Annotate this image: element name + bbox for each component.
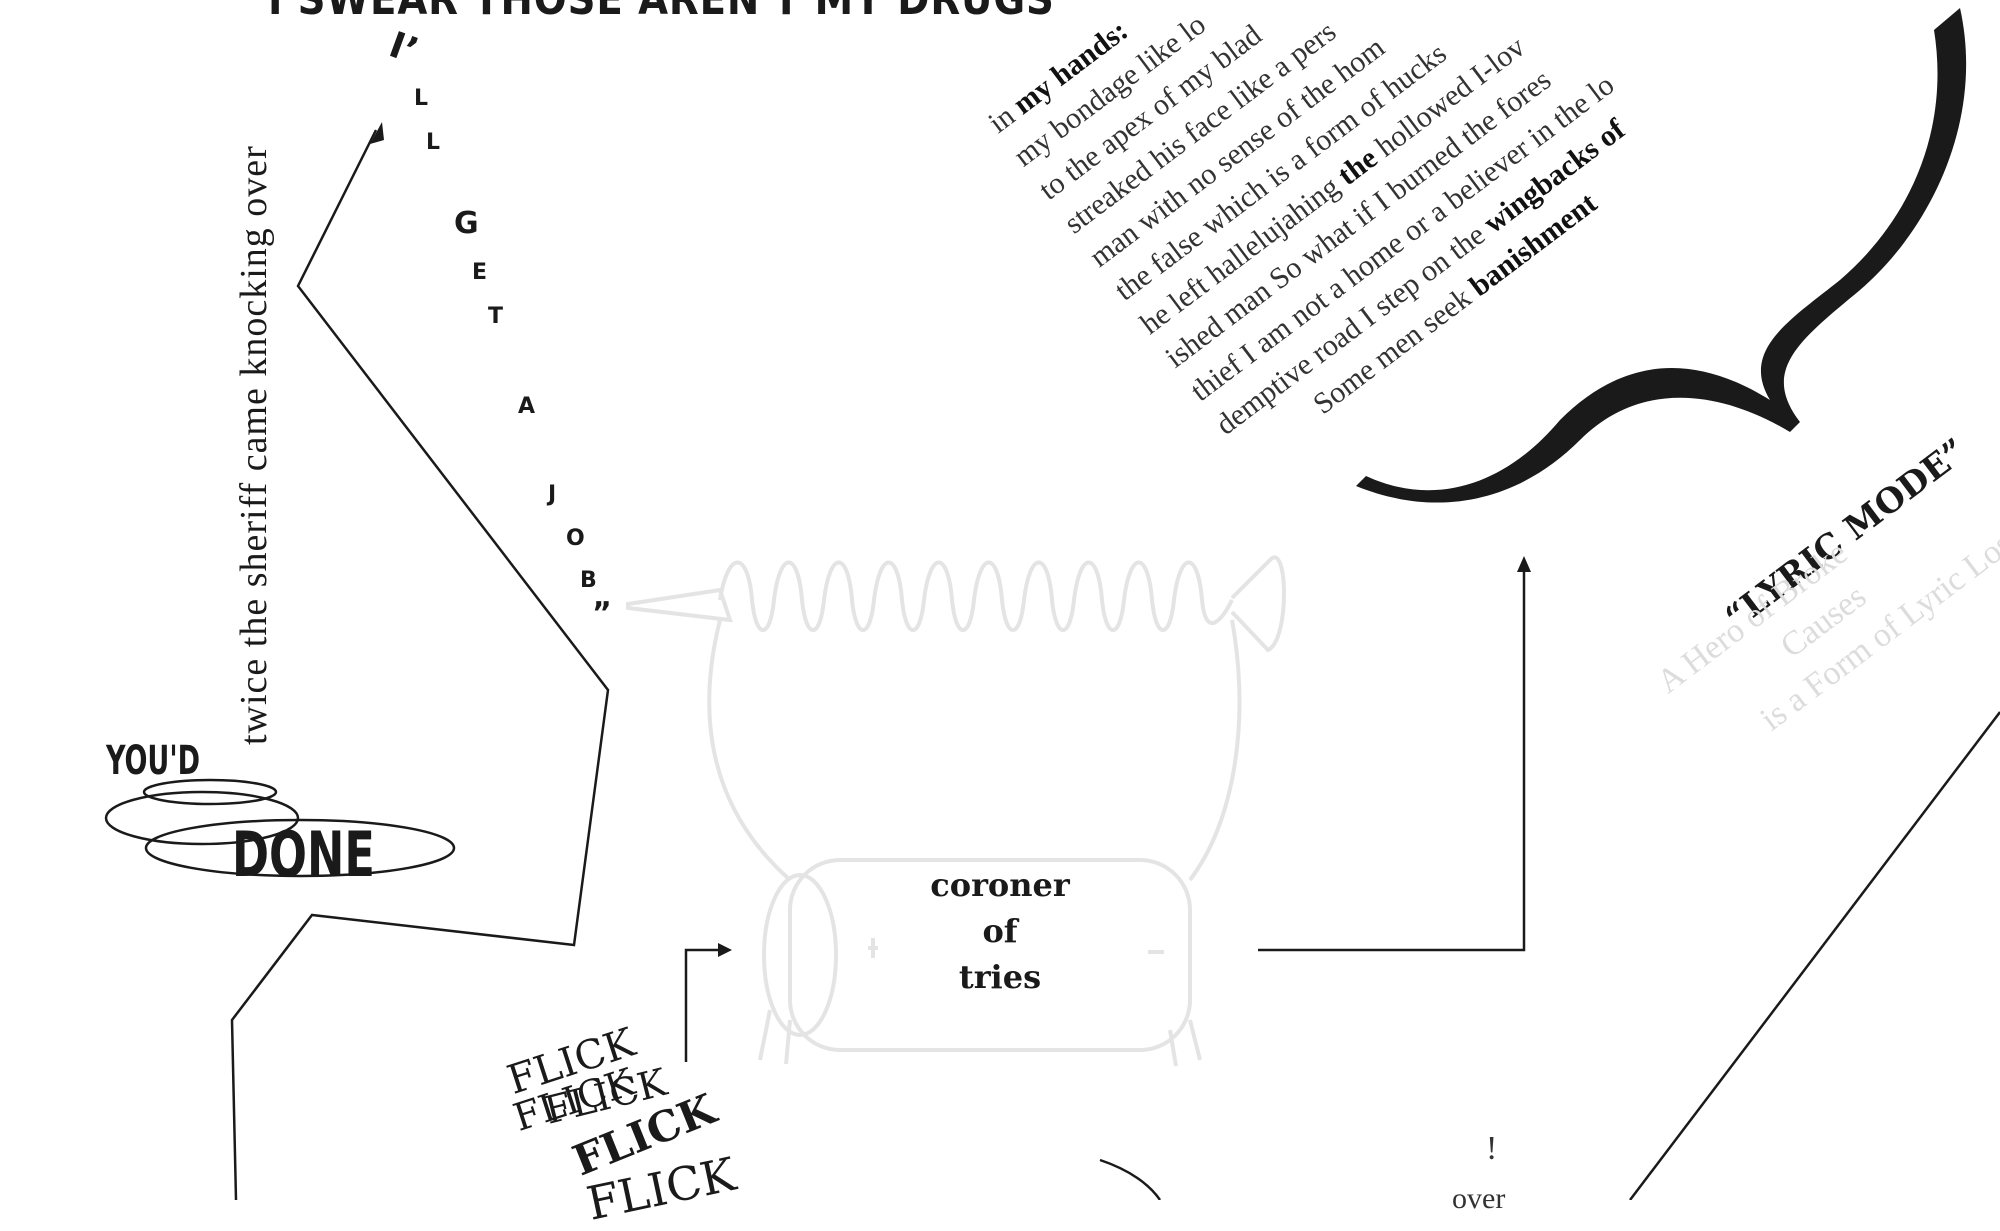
headline: I SWEAR THOSE AREN'T MY DRUGS [268,0,1055,25]
job-letter-l2: L [426,130,441,155]
coroner-line-1: coroner [930,866,1070,904]
vertical-sheriff-line: twice the sheriff came knocking over [233,145,275,745]
job-letter-quote: ” [592,596,612,631]
coroner-line-2: of [982,912,1018,950]
battery-spring-illustration [626,555,1286,1067]
job-letter-l1: L [414,86,429,111]
job-letter-b: B [580,568,597,593]
coroner-line-3: tries [958,958,1042,996]
job-letter-a: A [518,394,536,419]
job-letter-j: J [548,482,557,507]
job-letter-e: E [472,260,488,285]
connector-lines [230,129,2000,1200]
illustration-layer [104,8,2000,1200]
over-label: over [1452,1182,1506,1215]
arrowheads [370,122,1531,957]
done-label: DONE [232,818,375,891]
youd-label: YOU'D [106,738,201,784]
exclamation-mark: ! [1486,1130,1498,1167]
job-letter-o: O [566,526,585,551]
coroner-of-tries: coroner of tries [900,862,1100,1000]
job-letter-t: T [488,304,504,329]
done-ellipses [104,778,456,878]
job-letter-g: G [454,206,479,241]
